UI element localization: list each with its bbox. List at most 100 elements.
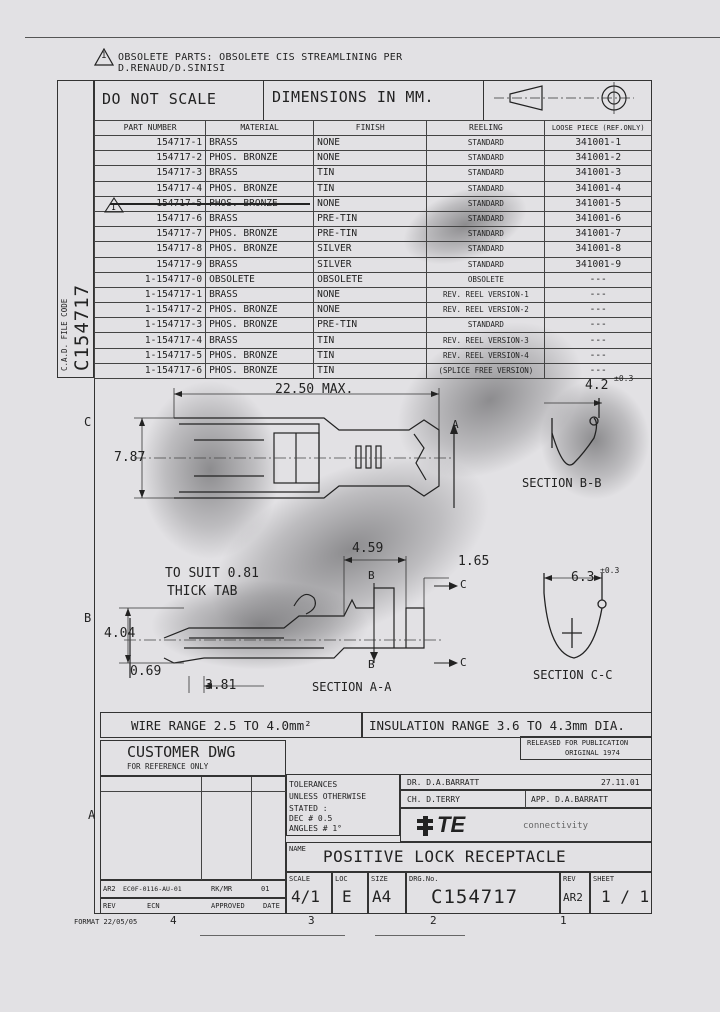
cell-material: PHOS. BRONZE	[205, 362, 315, 380]
cell-material: PHOS. BRONZE	[205, 347, 315, 364]
cell-part-number: 154717-9	[93, 256, 207, 273]
top-rule	[25, 37, 720, 38]
dimensions-box: DIMENSIONS IN MM.	[264, 80, 484, 120]
for-reference: FOR REFERENCE ONLY	[127, 762, 209, 771]
customer-dwg: CUSTOMER DWG	[127, 743, 236, 761]
wire-range-text: WIRE RANGE 2.5 TO 4.0mm²	[131, 718, 312, 733]
cell-loose-piece: 341001-5	[544, 195, 652, 212]
section-cc-label: SECTION C-C	[533, 668, 613, 682]
cell-part-number: 154717-3	[93, 165, 207, 182]
tolerance-line-2: UNLESS OTHERWISE	[289, 792, 367, 801]
file-code-strip: C.A.D. FILE CODE C154717	[57, 80, 94, 378]
tolerances-box: TOLERANCES UNLESS OTHERWISE STATED : DEC…	[286, 774, 400, 836]
section-bb-label: SECTION B-B	[522, 476, 602, 490]
drawn-date: 27.11.01	[601, 778, 640, 787]
cell-part-number: 154717-4	[93, 180, 207, 197]
name-box: NAME POSITIVE LOCK RECEPTACLE	[286, 842, 652, 872]
file-code: C154717	[71, 283, 93, 371]
cell-loose-piece: 341001-6	[544, 210, 652, 228]
cell-part-number: 1-154717-0	[93, 271, 207, 288]
cell-reeling: STANDARD	[426, 226, 546, 243]
loc-label: LOC	[335, 875, 348, 883]
cell-finish: NONE	[313, 150, 428, 167]
cell-finish: TIN	[313, 332, 428, 349]
cut-label-c2: C	[460, 656, 467, 669]
cell-material: BRASS	[205, 134, 315, 152]
cell-reeling: OBSOLETE	[426, 271, 546, 288]
dim-b5: 3.81	[205, 678, 237, 693]
cell-loose-piece: ---	[544, 362, 652, 380]
rev-history-ecn: EC0F-0116-AU-01	[123, 885, 182, 893]
cell-reeling: STANDARD	[426, 180, 546, 197]
cell-part-number: 1-154717-4	[93, 332, 207, 349]
zone-letter-a: A	[88, 808, 96, 822]
cell-material: OBSOLETE	[205, 271, 315, 288]
cell-finish: SILVER	[313, 241, 428, 258]
cell-part-number: 1-154717-5	[93, 347, 207, 364]
te-logo-icon	[417, 816, 433, 836]
size-value: A4	[372, 887, 392, 906]
cell-finish: OBSOLETE	[313, 271, 428, 288]
scale-label: SCALE	[289, 875, 311, 883]
warning-triangle-icon	[94, 48, 114, 66]
format-note: FORMAT 22/05/05	[74, 918, 138, 926]
column-number-4: 4	[170, 914, 177, 927]
cell-reeling: STANDARD	[426, 317, 546, 334]
cell-finish: TIN	[313, 347, 428, 364]
released-line-2: ORIGINAL 1974	[565, 749, 620, 757]
cell-finish: NONE	[313, 195, 428, 212]
cell-loose-piece: ---	[544, 286, 652, 304]
cell-material: BRASS	[205, 256, 315, 273]
tolerance-line-4: DEC # 0.5	[289, 814, 333, 823]
technical-drawing	[119, 388, 607, 693]
checked-by: CH. D.TERRY	[407, 795, 460, 804]
section-bb-profile	[551, 398, 600, 466]
cell-reeling: STANDARD	[426, 210, 546, 228]
cell-finish: PRE-TIN	[313, 210, 428, 228]
cell-reeling: STANDARD	[426, 241, 546, 258]
parts-table: PART NUMBER MATERIAL FINISH REELING LOOS…	[93, 120, 652, 380]
dim-cc: 6.3	[571, 570, 595, 585]
cell-part-number: 154717-1	[93, 134, 207, 152]
rev-header-rev: REV	[103, 902, 116, 910]
cell-loose-piece: 341001-9	[544, 256, 652, 273]
parts-table-header: PART NUMBER MATERIAL FINISH REELING LOOS…	[93, 120, 652, 136]
loc-cell: LOC E	[332, 872, 368, 914]
cell-part-number: 1-154717-6	[93, 362, 207, 380]
cell-finish: TIN	[313, 165, 428, 182]
cell-loose-piece: ---	[544, 271, 652, 288]
rev-header-approved: APPROVED	[211, 902, 245, 910]
te-logo-text: TE	[437, 812, 466, 837]
released-line-1: RELEASED FOR PUBLICATION	[527, 739, 629, 747]
cell-material: PHOS. BRONZE	[205, 150, 315, 167]
cell-material: PHOS. BRONZE	[205, 302, 315, 319]
to-suit-2: THICK TAB	[167, 584, 238, 599]
size-cell: SIZE A4	[368, 872, 406, 914]
cell-reeling: STANDARD	[426, 150, 546, 167]
cell-material: PHOS. BRONZE	[205, 180, 315, 197]
tol-bb: ±0.3	[614, 374, 634, 383]
cell-finish: PRE-TIN	[313, 317, 428, 334]
col-loose-piece: LOOSE PIECE (REF.ONLY)	[544, 120, 652, 136]
insulation-range-text: INSULATION RANGE 3.6 TO 4.3mm DIA.	[369, 718, 625, 733]
cell-part-number: 154717-6	[93, 210, 207, 228]
cell-reeling: STANDARD	[426, 134, 546, 152]
tolerance-line-3: STATED :	[289, 804, 328, 813]
cell-material: BRASS	[205, 286, 315, 304]
customer-dwg-box: CUSTOMER DWG FOR REFERENCE ONLY	[100, 740, 286, 776]
zone-letter-b: B	[84, 611, 92, 625]
drawing-number: C154717	[431, 886, 519, 908]
scan-noise	[150, 580, 370, 670]
cut-label-a: A	[452, 418, 459, 431]
rev-header-date: DATE	[263, 902, 280, 910]
column-number-1: 1	[560, 914, 567, 927]
bottom-rule	[275, 935, 345, 936]
cell-material: BRASS	[205, 210, 315, 228]
